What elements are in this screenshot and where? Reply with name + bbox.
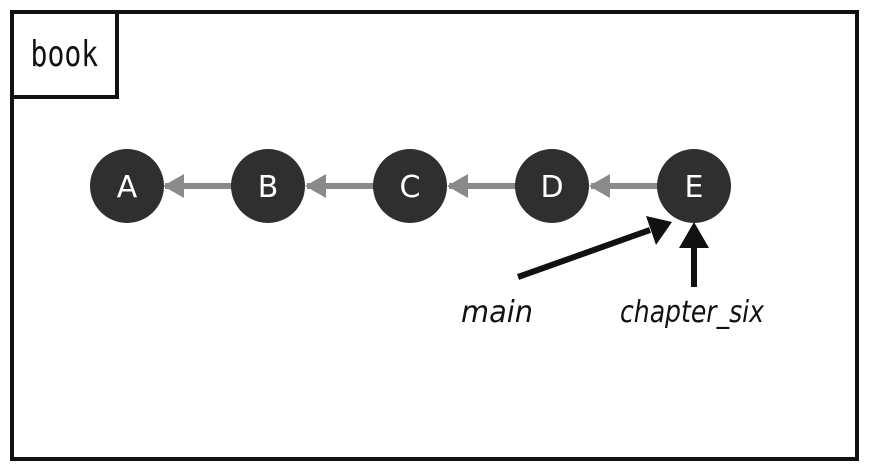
repository-title-box: book — [10, 10, 119, 99]
edge-d-to-c-arrowhead — [447, 174, 468, 198]
edge-e-to-d-arrowhead — [589, 174, 610, 198]
branch-label-chapter-six: chapter_six — [620, 295, 764, 330]
commit-label-a: A — [117, 170, 138, 205]
repository-title: book — [30, 34, 99, 75]
commit-edges — [163, 174, 658, 198]
commit-label-d: D — [540, 170, 563, 205]
edge-c-to-b-arrowhead — [305, 174, 326, 198]
commit-node-e: E — [657, 149, 731, 223]
main-pointer-arrowhead — [646, 216, 672, 245]
commit-label-c: C — [400, 170, 421, 205]
main-pointer — [516, 216, 672, 280]
commit-node-c: C — [373, 149, 447, 223]
commit-node-d: D — [515, 149, 589, 223]
commit-label-b: B — [258, 170, 279, 205]
chapter-six-pointer — [679, 222, 709, 287]
commit-node-a: A — [90, 149, 164, 223]
edge-b-to-a-arrowhead — [163, 174, 184, 198]
branch-label-main: main — [461, 295, 533, 330]
commit-node-b: B — [231, 149, 305, 223]
commit-label-e: E — [685, 170, 704, 205]
chapter-six-pointer-arrowhead — [679, 222, 709, 248]
repository-frame — [10, 10, 859, 461]
